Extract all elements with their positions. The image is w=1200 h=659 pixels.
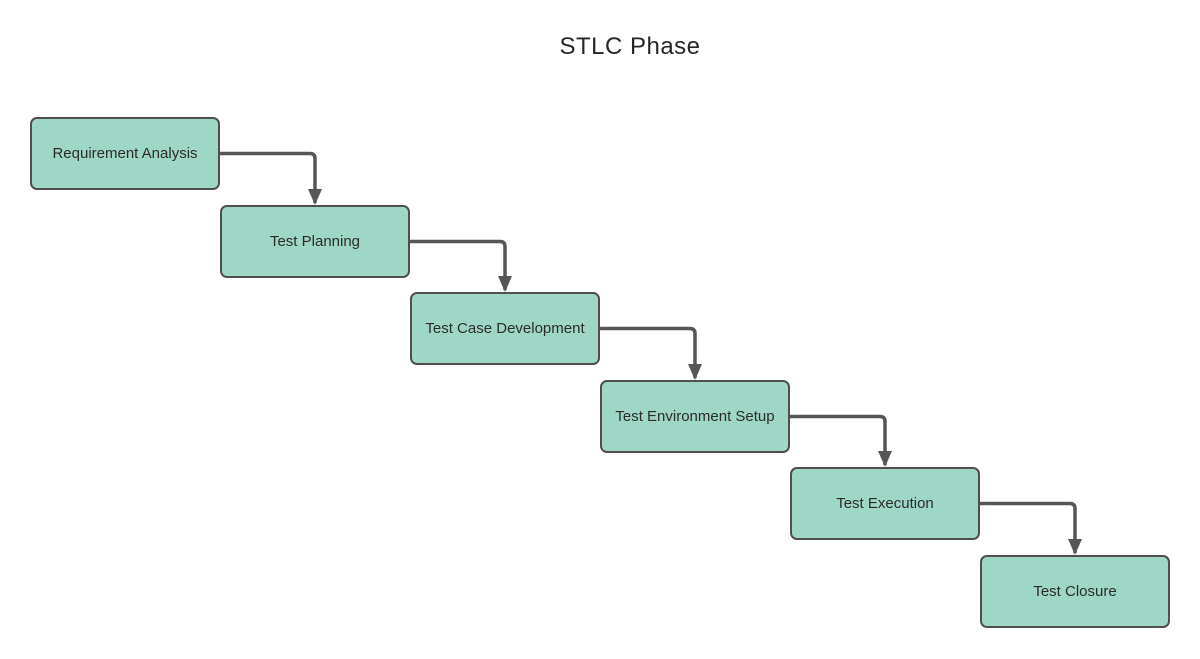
node-test-environment-setup: Test Environment Setup <box>600 380 790 453</box>
connector-arrow-2 <box>410 239 512 292</box>
connector-arrow-4 <box>790 414 892 467</box>
node-requirement-analysis: Requirement Analysis <box>30 117 220 190</box>
node-label: Test Execution <box>836 494 934 512</box>
node-test-closure: Test Closure <box>980 555 1170 628</box>
node-test-planning: Test Planning <box>220 205 410 278</box>
connector-arrow-5 <box>980 501 1082 555</box>
node-test-case-development: Test Case Development <box>410 292 600 365</box>
connector-arrow-1 <box>220 151 322 205</box>
node-label: Test Closure <box>1033 582 1117 600</box>
diagram-title: STLC Phase <box>559 33 701 60</box>
connector-arrow-3 <box>600 326 702 380</box>
node-label: Test Case Development <box>425 319 585 337</box>
node-label: Test Planning <box>269 232 361 250</box>
node-label: Test Environment Setup <box>615 407 775 425</box>
node-label: Requirement Analysis <box>52 144 198 162</box>
node-test-execution: Test Execution <box>790 467 980 540</box>
